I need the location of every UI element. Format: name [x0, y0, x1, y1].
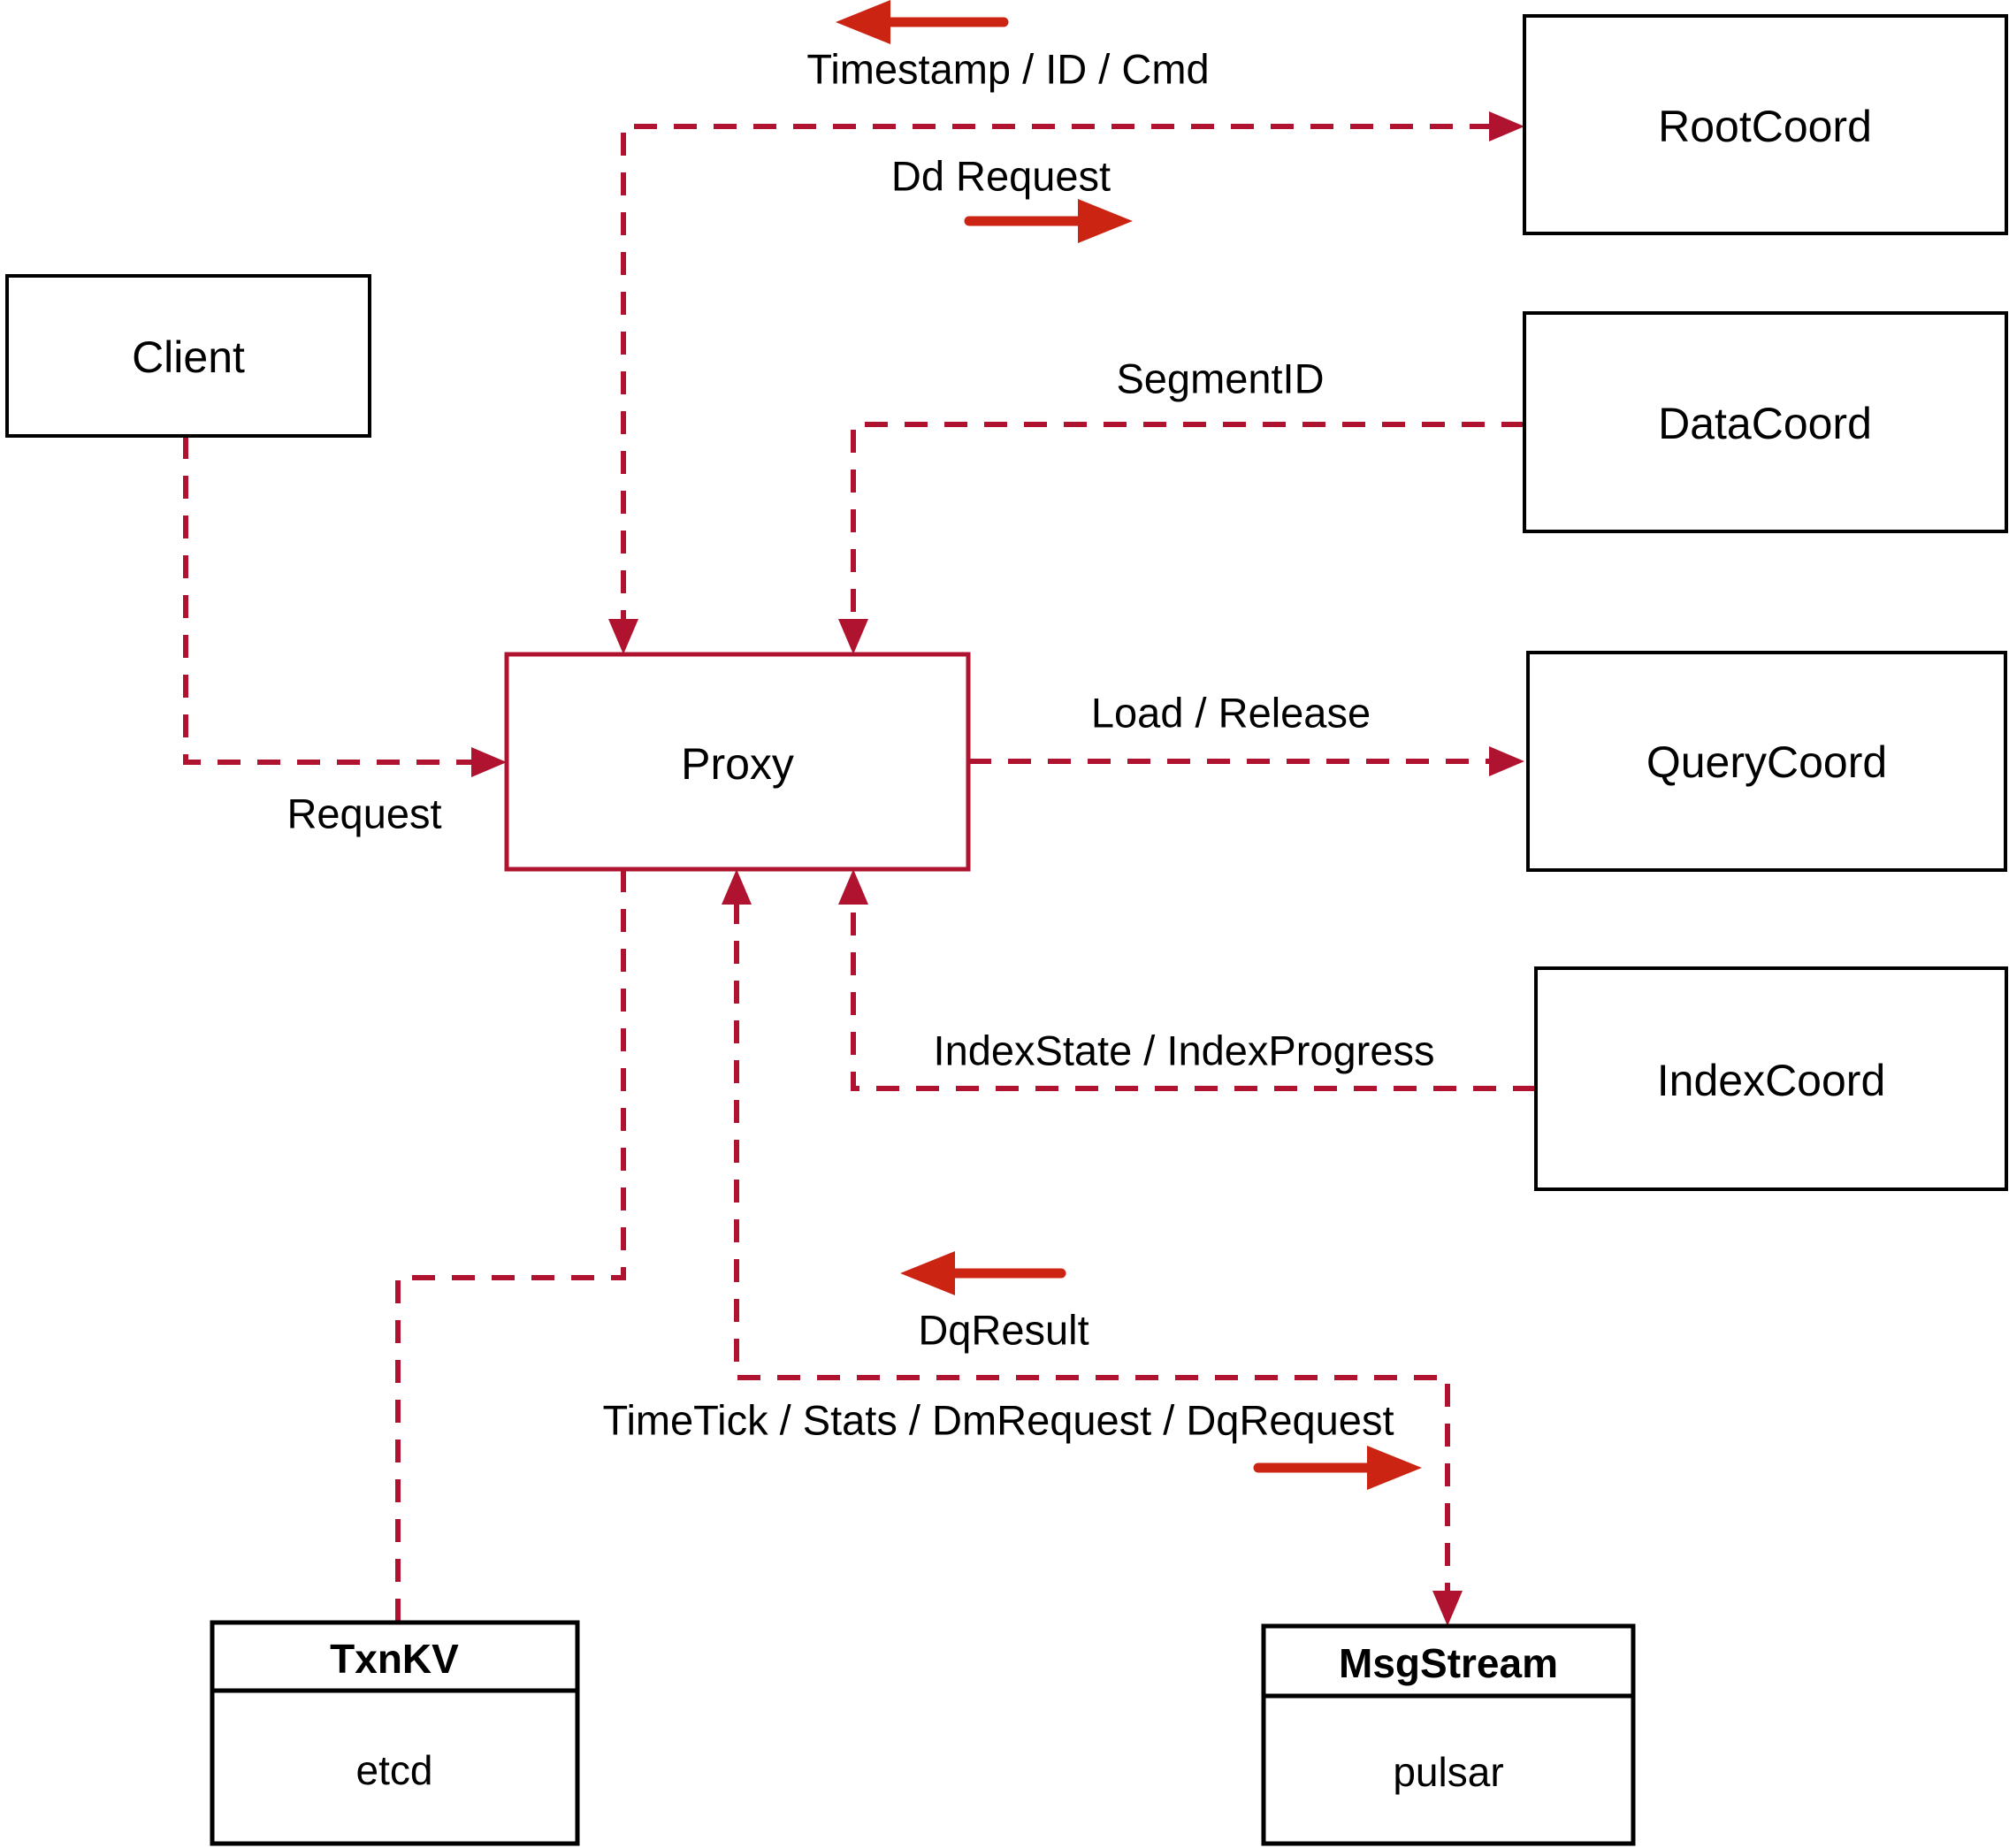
node-txnkv-title: TxnKV — [330, 1636, 459, 1682]
arrow-dq-result-left-head — [900, 1251, 955, 1295]
edge-label-dq_result: DqResult — [918, 1307, 1089, 1354]
node-msgstream-title: MsgStream — [1339, 1640, 1558, 1686]
edge-proxy-msgstream-arrowhead-icon — [722, 869, 752, 905]
edge-label-load_release: Load / Release — [1091, 690, 1371, 737]
node-msgstream: MsgStream pulsar — [1261, 1623, 1636, 1846]
edge-label-request: Request — [286, 790, 441, 837]
arrow-timetick-right-head — [1367, 1446, 1422, 1490]
node-rootcoord-box — [1523, 14, 2008, 235]
edge-proxy-rootcoord — [608, 111, 1524, 654]
node-querycoord-box — [1526, 651, 2007, 872]
arrow-dd-request-right-icon — [964, 199, 1133, 243]
edge-datacoord-proxy-arrowhead-icon — [838, 619, 868, 654]
edge-proxy-rootcoord-arrowhead-icon — [1489, 111, 1524, 141]
node-txnkv: TxnKV etcd — [210, 1620, 580, 1846]
node-querycoord: QueryCoord — [1526, 651, 2007, 872]
node-proxy-label: Proxy — [681, 739, 794, 789]
node-proxy: Proxy — [504, 652, 971, 872]
node-querycoord-label: QueryCoord — [1646, 737, 1887, 787]
edge-proxy-msgstream-arrowhead-icon — [1432, 1591, 1463, 1626]
edge-label-timetick: TimeTick / Stats / DmRequest / DqRequest — [602, 1397, 1394, 1444]
edge-line-client-proxy — [183, 436, 475, 765]
edge-line-proxy-txnkv — [395, 869, 626, 1623]
edge-proxy-msgstream — [722, 869, 1463, 1626]
node-indexcoord: IndexCoord — [1534, 966, 2008, 1191]
edge-client-proxy-arrowhead-icon — [471, 747, 507, 777]
node-datacoord-label: DataCoord — [1658, 399, 1872, 448]
edge-label-index_state: IndexState / IndexProgress — [934, 1027, 1435, 1074]
arrow-dq-result-left-icon — [900, 1251, 1066, 1295]
arrow-timestamp-left-icon — [836, 0, 1009, 44]
node-datacoord: DataCoord — [1523, 311, 2008, 533]
node-msgstream-box — [1261, 1623, 1636, 1846]
arrow-dd-request-right-head — [1078, 199, 1133, 243]
arrow-timestamp-left-head — [836, 0, 890, 44]
edge-proxy-txnkv — [395, 869, 626, 1623]
node-client-label: Client — [132, 332, 245, 382]
node-txnkv-subtitle: etcd — [356, 1747, 433, 1793]
edge-indexcoord-proxy — [838, 869, 1536, 1091]
node-client-box — [5, 274, 371, 438]
node-indexcoord-label: IndexCoord — [1657, 1056, 1886, 1105]
edge-proxy-querycoord-arrowhead-icon — [1489, 746, 1524, 776]
node-rootcoord: RootCoord — [1523, 14, 2008, 235]
arrow-timetick-right-icon — [1253, 1446, 1422, 1490]
edge-line-proxy-msgstream — [734, 901, 1450, 1592]
node-client: Client — [5, 274, 371, 438]
edge-proxy-rootcoord-arrowhead-icon — [608, 619, 638, 654]
node-rootcoord-label: RootCoord — [1658, 102, 1872, 151]
node-indexcoord-box — [1534, 966, 2008, 1191]
edge-label-timestamp_id_cmd: Timestamp / ID / Cmd — [806, 46, 1209, 93]
edge-indexcoord-proxy-arrowhead-icon — [838, 869, 868, 905]
edge-proxy-querycoord — [968, 746, 1524, 776]
edge-line-indexcoord-proxy — [851, 901, 1536, 1091]
edge-datacoord-proxy — [838, 422, 1524, 654]
edge-client-proxy — [183, 436, 507, 777]
node-msgstream-subtitle: pulsar — [1393, 1749, 1503, 1795]
node-proxy-box — [504, 652, 971, 872]
node-txnkv-box — [210, 1620, 580, 1846]
edge-label-dd_request: Dd Request — [891, 153, 1111, 200]
node-datacoord-box — [1523, 311, 2008, 533]
edge-line-datacoord-proxy — [851, 422, 1524, 622]
edge-line-proxy-rootcoord — [621, 124, 1493, 622]
edge-label-segment_id: SegmentID — [1116, 355, 1324, 402]
